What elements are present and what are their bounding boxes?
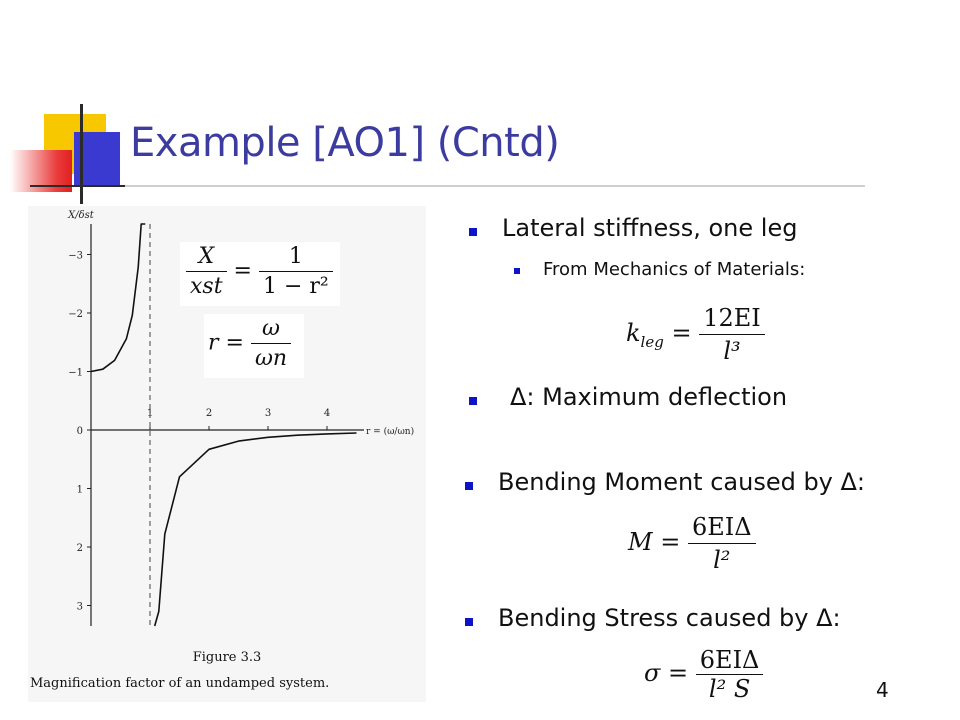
curve-above-resonance <box>153 432 357 627</box>
equation-box-magnification: X xst = 1 1 − r² <box>180 242 340 306</box>
kleg-denominator: l³ <box>723 337 741 365</box>
eq2-rhs-numerator: ω <box>250 316 292 344</box>
formula-bending-stress: σ = 6EIΔ l² S <box>644 646 764 703</box>
y-tick-label: −2 <box>68 309 83 320</box>
eq1-rhs-fraction: 1 1 − r² <box>258 244 333 299</box>
curve-below-resonance <box>90 223 146 373</box>
figure-caption-description: Magnification factor of an undamped syst… <box>30 676 330 691</box>
eq1-lhs-fraction: X xst <box>186 244 227 299</box>
y-tick-label: 1 <box>77 485 83 496</box>
stress-fraction: 6EIΔ l² S <box>695 646 764 703</box>
eq1-lhs-denominator: xst <box>190 274 223 299</box>
title-underline-accent <box>30 185 125 187</box>
eq2-rhs-fraction: ω ωn <box>250 316 292 371</box>
eq1-rhs-denominator: 1 − r² <box>262 274 329 299</box>
figure-panel: 3 2 1 0 −1 −2 −3 1 2 3 4 X/δst r = (ω/ωn) X xst = 1 … <box>28 206 426 702</box>
kleg-equals: = <box>671 319 700 347</box>
bullet-max-deflection: Δ: Maximum deflection <box>510 383 788 411</box>
bullet-bending-moment: Bending Moment caused by Δ: <box>498 468 866 496</box>
sub-bullet-mechanics: From Mechanics of Materials: <box>543 259 806 280</box>
title-underline <box>30 185 865 187</box>
bullet-marker <box>465 618 473 626</box>
magnification-chart: 3 2 1 0 −1 −2 −3 1 2 3 4 X/δst r = (ω/ωn) <box>67 210 414 627</box>
y-tick-label: 3 <box>77 602 83 613</box>
bullet-bending-stress: Bending Stress caused by Δ: <box>498 604 841 632</box>
moment-equals: = <box>660 528 688 556</box>
bullet-marker <box>465 482 473 490</box>
y-tick-label: −3 <box>68 251 83 262</box>
kleg-subscript: leg <box>640 332 664 351</box>
equation-magnification: X xst = 1 1 − r² <box>186 244 333 299</box>
stress-symbol: σ <box>644 659 661 687</box>
equation-frequency-ratio: r = ω ωn <box>208 316 292 371</box>
y-tick-label: −1 <box>68 368 83 379</box>
bullet-marker <box>469 397 477 405</box>
stress-denominator: l² S <box>708 675 751 703</box>
stress-numerator: 6EIΔ <box>695 646 764 675</box>
x-tick-label: 2 <box>206 408 212 419</box>
y-tick-label: 2 <box>77 543 83 554</box>
sub-bullet-marker <box>514 268 520 274</box>
kleg-symbol: k <box>626 319 641 347</box>
bullet-marker <box>469 228 477 236</box>
moment-denominator: l² <box>713 546 731 574</box>
x-axis-label: r = (ω/ωn) <box>366 426 414 437</box>
y-tick-label: 0 <box>77 426 83 437</box>
eq1-equals: = <box>233 258 259 284</box>
kleg-fraction: 12EI l³ <box>699 304 765 365</box>
equation-box-ratio: r = ω ωn <box>204 314 304 378</box>
eq2-equals: = <box>225 330 251 356</box>
eq2-lhs: r <box>208 330 219 356</box>
slide-title: Example [AO1] (Cntd) <box>130 120 560 166</box>
y-axis-label: X/δst <box>67 210 95 221</box>
moment-symbol: M <box>628 528 653 556</box>
moment-fraction: 6EIΔ l² <box>687 513 756 574</box>
stress-equals: = <box>668 659 696 687</box>
title-accent-vertical-line <box>80 104 83 204</box>
figure-caption-title: Figure 3.3 <box>192 650 262 665</box>
x-tick-label: 4 <box>324 408 330 419</box>
x-tick-label: 3 <box>265 408 271 419</box>
page-number: 4 <box>876 678 889 702</box>
eq1-lhs-numerator: X <box>186 244 227 272</box>
bullet-lateral-stiffness: Lateral stiffness, one leg <box>502 214 798 242</box>
kleg-numerator: 12EI <box>699 304 765 335</box>
moment-numerator: 6EIΔ <box>687 513 756 544</box>
eq2-rhs-denominator: ωn <box>254 346 288 371</box>
formula-k-leg: kleg = 12EI l³ <box>626 304 765 365</box>
eq1-rhs-numerator: 1 <box>258 244 333 272</box>
formula-bending-moment: M = 6EIΔ l² <box>628 513 756 574</box>
